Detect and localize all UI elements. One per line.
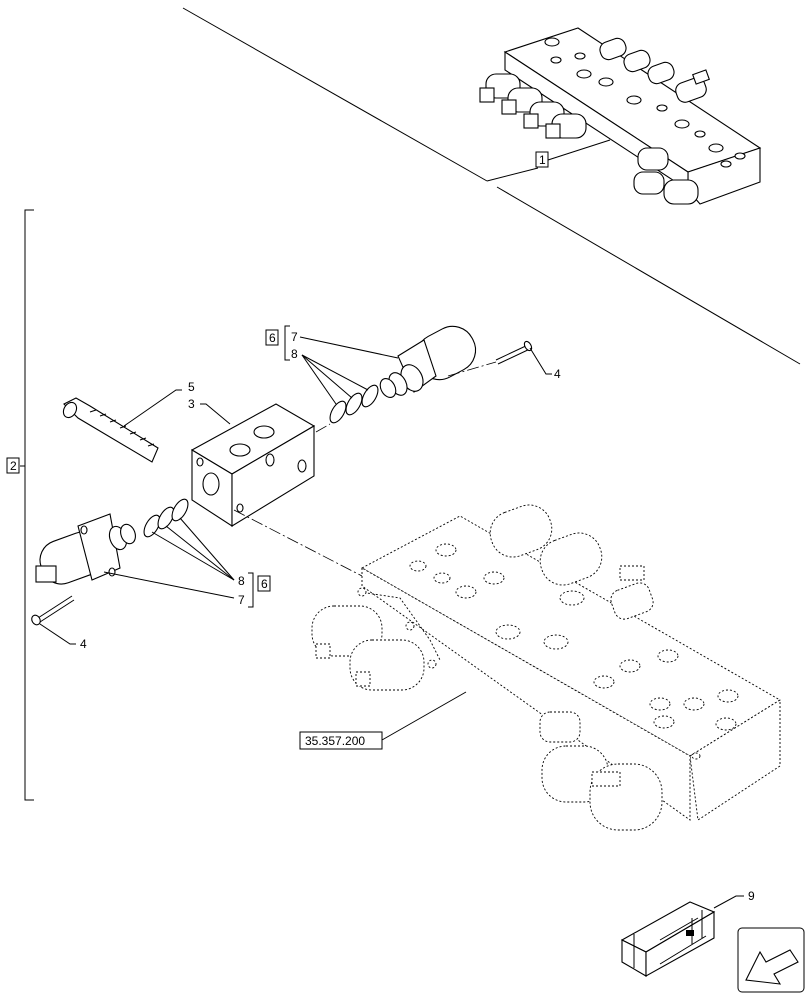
callout-screw-4-left: 4 xyxy=(39,623,87,651)
valve-assembly-overview xyxy=(479,27,762,205)
callout-6-bottom-label: 6 xyxy=(261,577,268,591)
upper-solenoid-part xyxy=(379,325,477,398)
arrow-left-down-icon[interactable] xyxy=(737,927,805,993)
callout-2-label: 2 xyxy=(10,459,17,473)
ghost-valve-assembly xyxy=(311,504,781,831)
callout-9-label: 9 xyxy=(748,889,755,903)
separator-lines xyxy=(182,7,801,365)
callout-package-9: 9 xyxy=(713,889,755,909)
callout-5-label: 5 xyxy=(188,380,195,394)
callout-8-bottom-label: 8 xyxy=(238,574,245,588)
kit-bracket-left: 2 xyxy=(6,209,34,801)
callout-screw-4-right: 4 xyxy=(529,347,561,381)
callout-4-left-label: 4 xyxy=(80,637,87,651)
callout-8-top-label: 8 xyxy=(291,347,298,361)
callout-block-3: 3 xyxy=(188,397,231,425)
callout-assembly-1: 1 xyxy=(535,151,549,168)
callout-6-top-label: 6 xyxy=(269,331,276,345)
callout-3-label: 3 xyxy=(188,397,195,411)
lower-solenoid-part xyxy=(35,513,136,585)
package-crate xyxy=(620,901,716,977)
screw-right-part xyxy=(495,340,533,365)
callout-kit-upper: 6 7 8 xyxy=(265,325,399,405)
callout-7-top-label: 7 xyxy=(291,330,298,344)
overview-holes xyxy=(544,37,746,168)
callout-4-right-label: 4 xyxy=(554,367,561,381)
callout-kit-lower: 8 7 6 xyxy=(103,517,271,608)
callout-7-bottom-label: 7 xyxy=(238,593,245,607)
screw-left-part xyxy=(31,595,75,626)
overview-rear-solenoids xyxy=(599,37,710,103)
bolt-part xyxy=(62,397,159,463)
cross-reference[interactable]: 35.357.200 xyxy=(299,691,467,750)
alignment-lines xyxy=(233,361,497,577)
callout-bolt-5: 5 xyxy=(123,380,195,427)
callout-1-label: 1 xyxy=(539,153,546,167)
overview-front-solenoids xyxy=(479,73,699,205)
cross-reference-label: 35.357.200 xyxy=(305,734,365,748)
lower-seal-rings xyxy=(143,498,189,538)
upper-seal-rings xyxy=(329,384,379,424)
valve-block-part xyxy=(190,403,316,528)
